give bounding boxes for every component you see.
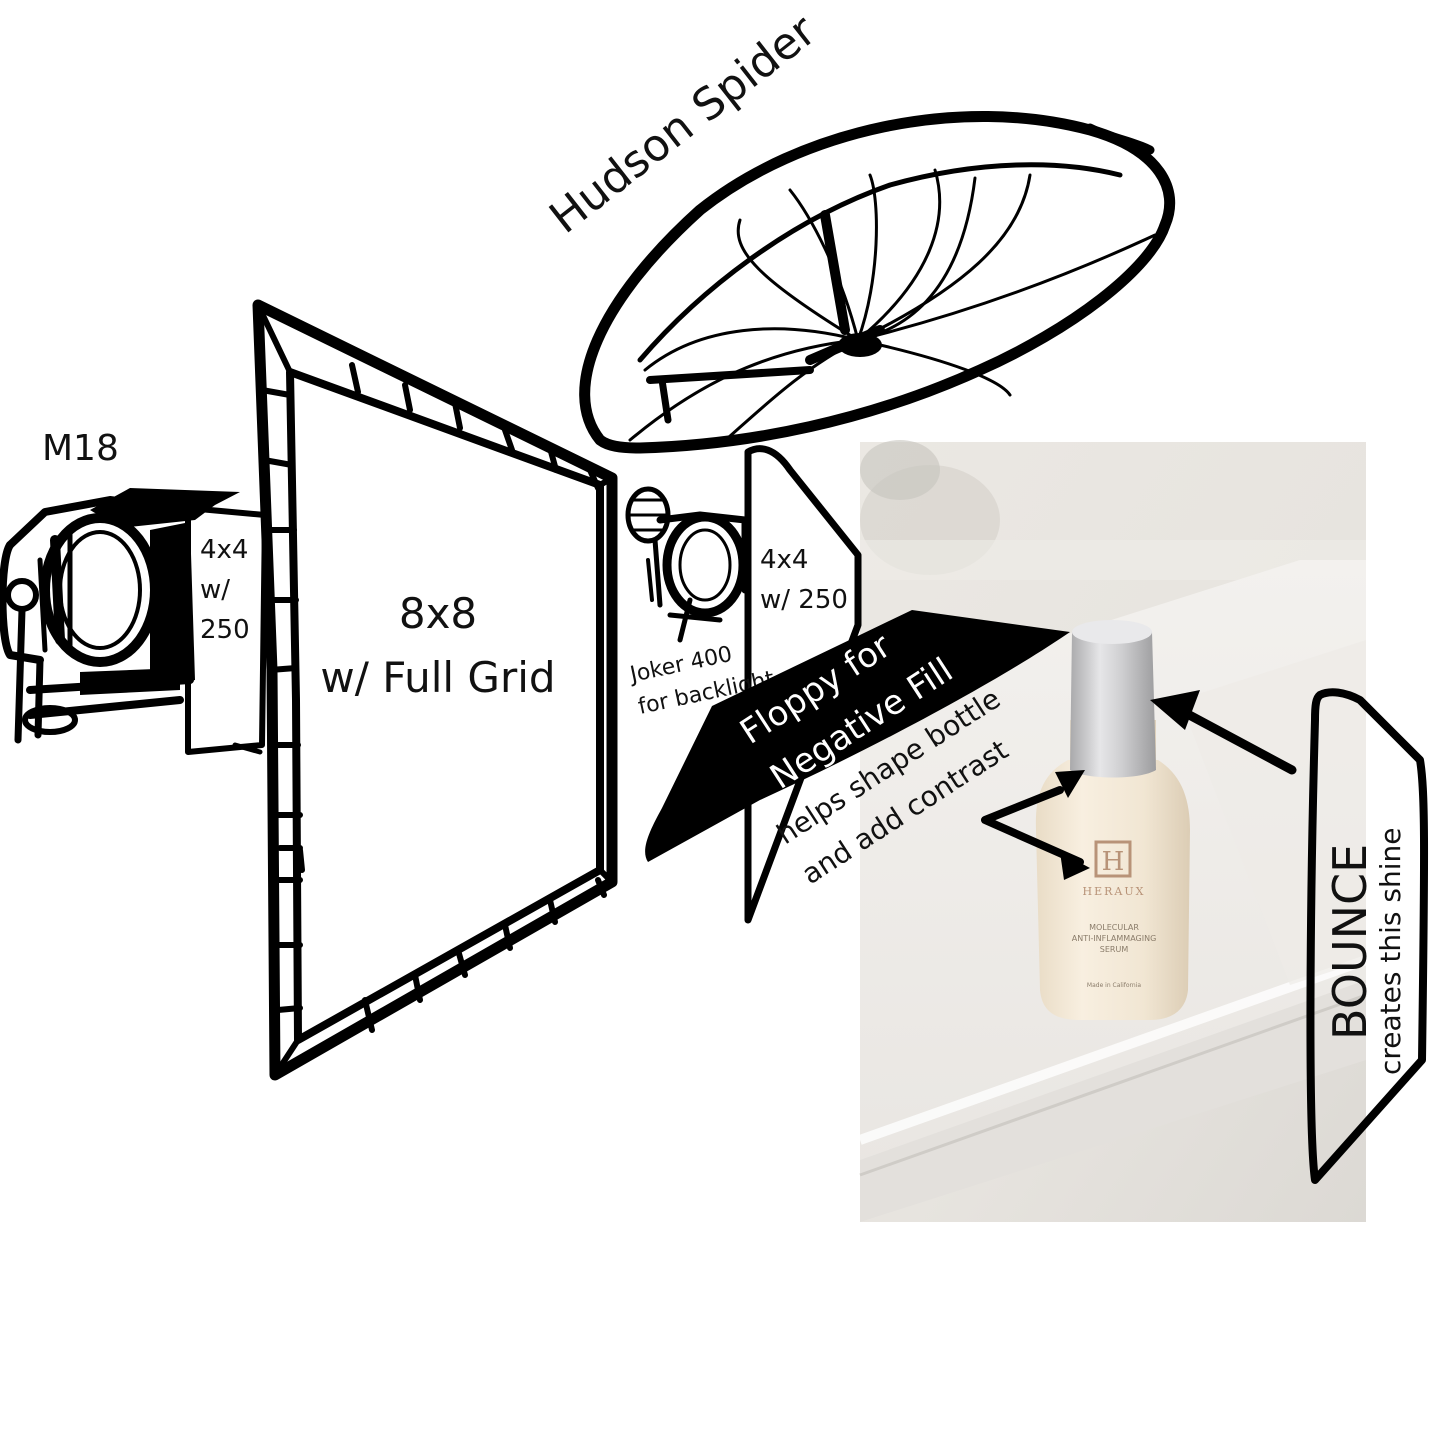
joker-400-light: Joker 400 for backlight — [625, 486, 777, 720]
right-frame-size-label: 4x4 — [760, 545, 808, 575]
bounce-card: BOUNCE creates this shine — [1306, 688, 1429, 1184]
serum-bottle: H HERAUX MOLECULAR ANTI-INFLAMMAGING SER… — [1035, 620, 1190, 1020]
shine-arrow — [1150, 690, 1297, 775]
product-name-line2: ANTI-INFLAMMAGING — [1072, 934, 1157, 943]
left-frame-diffusion-label: 250 — [200, 615, 250, 645]
bounce-label: BOUNCE — [1323, 844, 1377, 1040]
grid-frame-8x8: 8x8 w/ Full Grid — [252, 299, 618, 1081]
hudson-spider-label: Hudson Spider — [540, 5, 826, 244]
product-origin: Made in California — [1087, 982, 1141, 989]
hudson-spider-light: Hudson Spider — [540, 5, 1176, 454]
right-frame-diffusion-label: w/ 250 — [760, 585, 848, 615]
product-photo: H HERAUX MOLECULAR ANTI-INFLAMMAGING SER… — [858, 440, 1368, 1222]
grid-type-label: w/ Full Grid — [320, 653, 555, 702]
grid-size-label: 8x8 — [399, 589, 477, 638]
left-frame-w-label: w/ — [200, 575, 230, 605]
product-name-line1: MOLECULAR — [1089, 923, 1139, 932]
logo-letter: H — [1102, 847, 1125, 877]
bounce-note: creates this shine — [1374, 828, 1407, 1075]
m18-label: M18 — [42, 428, 119, 469]
brand-name: HERAUX — [1083, 885, 1146, 898]
contrast-arrows — [981, 770, 1090, 880]
heraux-logo-icon — [1094, 840, 1132, 878]
right-frame-4x4: 4x4 w/ 250 — [744, 445, 862, 924]
m18-light: M18 4x4 w/ 250 — [0, 428, 268, 755]
left-frame-size-label: 4x4 — [200, 535, 248, 565]
product-name-line3: SERUM — [1100, 945, 1129, 954]
